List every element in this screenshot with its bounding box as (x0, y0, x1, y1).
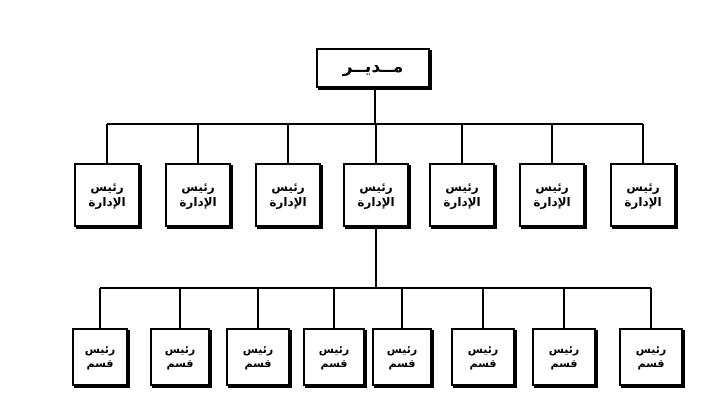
department-head-unit: الإدارة (179, 195, 217, 209)
department-head-title: رئيس (359, 180, 393, 194)
department-head-unit: الإدارة (533, 195, 571, 209)
department-head-box: رئيس الإدارة (255, 163, 321, 227)
section-head-title: رئيس (164, 343, 196, 357)
department-head-unit: الإدارة (357, 195, 395, 209)
section-head-box: رئيس قسم (451, 328, 515, 386)
section-head-title: رئيس (386, 343, 418, 357)
department-head-unit: الإدارة (443, 195, 481, 209)
section-head-unit: قسم (166, 357, 194, 370)
section-head-unit: قسم (244, 357, 272, 370)
department-head-title: رئيس (271, 180, 305, 194)
section-head-title: رئيس (635, 343, 667, 357)
department-head-title: رئيس (445, 180, 479, 194)
section-head-unit: قسم (86, 357, 114, 370)
department-head-box: رئيس الإدارة (519, 163, 585, 227)
section-head-title: رئيس (467, 343, 499, 357)
section-head-unit: قسم (469, 357, 497, 370)
department-head-box: رئيس الإدارة (74, 163, 140, 227)
section-head-title: رئيس (318, 343, 350, 357)
department-head-title: رئيس (626, 180, 660, 194)
section-head-title: رئيس (84, 343, 116, 357)
section-head-title: رئيس (548, 343, 580, 357)
department-head-title: رئيس (535, 180, 569, 194)
section-head-title: رئيس (242, 343, 274, 357)
department-head-unit: الإدارة (88, 195, 126, 209)
department-head-box: رئيس الإدارة (165, 163, 231, 227)
section-head-box: رئيس قسم (532, 328, 596, 386)
section-head-unit: قسم (637, 357, 665, 370)
section-head-unit: قسم (550, 357, 578, 370)
department-head-unit: الإدارة (269, 195, 307, 209)
section-head-box: رئيس قسم (72, 328, 128, 386)
department-head-title: رئيس (90, 180, 124, 194)
director-label: مــديــر (342, 57, 404, 78)
section-head-box: رئيس قسم (303, 328, 365, 386)
section-head-box: رئيس قسم (372, 328, 432, 386)
department-head-unit: الإدارة (624, 195, 662, 209)
section-head-box: رئيس قسم (226, 328, 290, 386)
section-head-box: رئيس قسم (619, 328, 683, 386)
department-head-title: رئيس (181, 180, 215, 194)
department-head-box: رئيس الإدارة (429, 163, 495, 227)
department-head-box-center: رئيس الإدارة (343, 163, 409, 227)
section-head-box: رئيس قسم (150, 328, 210, 386)
department-head-box: رئيس الإدارة (610, 163, 676, 227)
section-head-unit: قسم (320, 357, 348, 370)
director-box: مــديــر (316, 48, 430, 88)
section-head-unit: قسم (388, 357, 416, 370)
